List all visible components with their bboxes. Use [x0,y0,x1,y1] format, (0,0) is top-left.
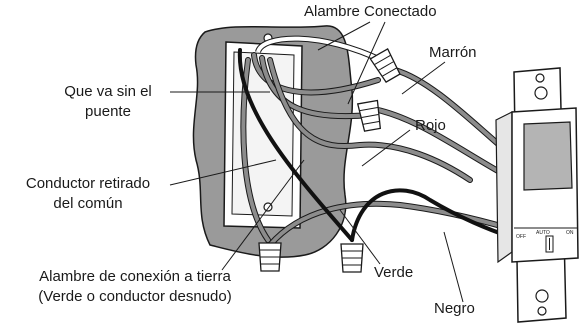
switch-label-off: OFF [516,234,526,240]
wire-nut-top [369,47,401,83]
label-green: Verde [374,264,414,281]
wire-nut-bottom-right [340,243,364,273]
wire-nut-bottom-left [258,242,282,272]
label-black: Negro [434,300,475,317]
label-removed-line1: Conductor retirado [25,175,151,192]
sensor-lens [523,121,573,191]
label-red: Rojo [415,117,446,134]
label-no-jumper-line2: puente [85,103,131,120]
label-no-jumper-line1: Que va sin el [64,83,152,100]
mount-hole-top [535,73,545,83]
mount-hole-bottom [535,289,549,303]
leader-lines [169,21,464,303]
label-wire-connected: Alambre Conectado [304,3,437,20]
wires-black [237,48,510,242]
label-ground-line2: (Verde o conductor desnudo) [38,288,232,305]
label-removed-line2: del común [53,195,123,212]
label-brown: Marrón [429,44,477,61]
occupancy-sensor-switch: OFF AUTO ON [495,67,579,323]
switch-label-auto: AUTO [536,230,550,236]
switch-label-on: ON [566,230,574,236]
wire-nut-middle [356,99,382,132]
label-ground-line1: Alambre de conexión a tierra [39,268,231,285]
